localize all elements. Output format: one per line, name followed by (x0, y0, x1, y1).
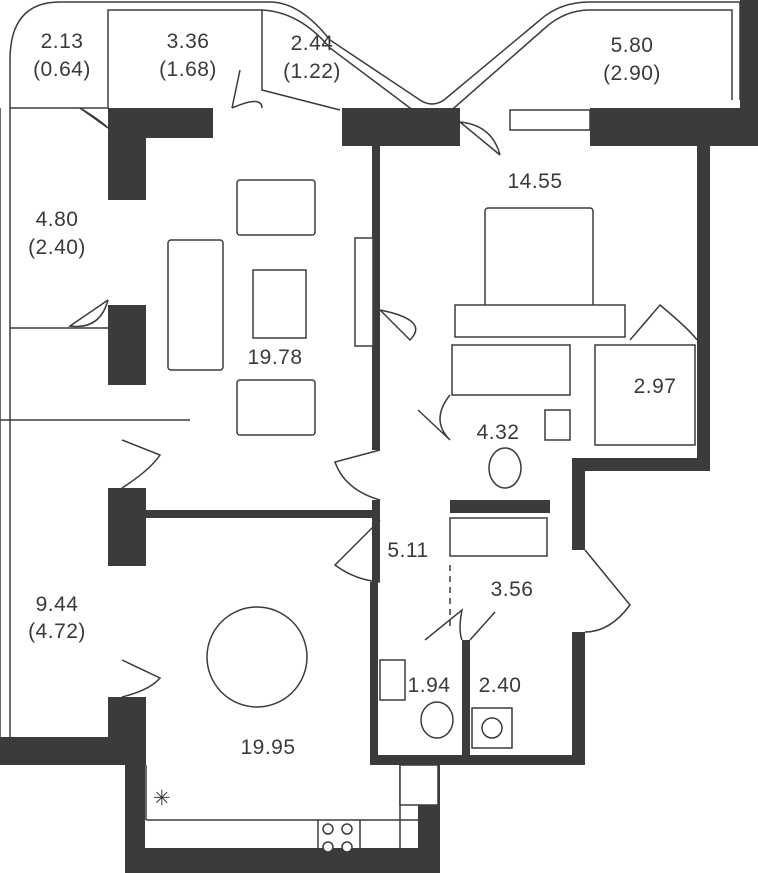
room-balcony-area: (1.68) (159, 58, 217, 81)
armchair-top (236, 179, 316, 236)
room-area: 5.80 (611, 34, 654, 57)
toilet (420, 701, 454, 739)
room-area: 1.94 (408, 674, 451, 697)
room-balcony-area: (0.64) (33, 58, 91, 81)
room-area: 2.13 (41, 30, 84, 53)
room-area: 3.36 (167, 30, 210, 53)
fridge-icon: ✳ (153, 787, 171, 810)
toilet-bath (488, 447, 522, 489)
room-area: 14.55 (507, 170, 562, 193)
storage (449, 517, 548, 557)
nightstands (454, 304, 626, 338)
room-area: 2.97 (634, 375, 677, 398)
stove-icon (322, 823, 353, 853)
doors (67, 69, 698, 698)
sofa (167, 239, 224, 371)
balcony-outline-top (9, 1, 741, 108)
bathtub (451, 344, 571, 396)
furniture: ✳ (145, 109, 696, 853)
dining-table (206, 606, 308, 708)
coffee-table (252, 269, 307, 339)
balcony-outline-left (0, 107, 190, 737)
room-labels: 2.13 (0.64) 3.36 (1.68) 2.44 (1.22) 5.80… (28, 30, 676, 759)
room-area: 4.80 (36, 208, 79, 231)
room-area: 19.95 (240, 736, 295, 759)
room-balcony-area: (2.90) (603, 62, 661, 85)
kitchen-sink (399, 764, 439, 806)
room-area: 2.44 (291, 32, 334, 55)
sink (544, 409, 571, 441)
toilet-sink (379, 659, 406, 701)
balcony-bench (509, 109, 591, 131)
room-area: 19.78 (247, 346, 302, 369)
room-balcony-area: (1.22) (283, 60, 341, 83)
room-area: 4.32 (477, 421, 520, 444)
room-area: 9.44 (36, 593, 79, 616)
wardrobe-shelves (594, 344, 696, 446)
room-area: 5.11 (387, 539, 428, 562)
armchair-bottom (236, 379, 316, 436)
room-balcony-area: (4.72) (28, 620, 86, 643)
room-balcony-area: (2.40) (28, 236, 86, 259)
room-area: 2.40 (479, 674, 522, 697)
room-area: 3.56 (491, 578, 534, 601)
tv-unit (354, 237, 374, 347)
